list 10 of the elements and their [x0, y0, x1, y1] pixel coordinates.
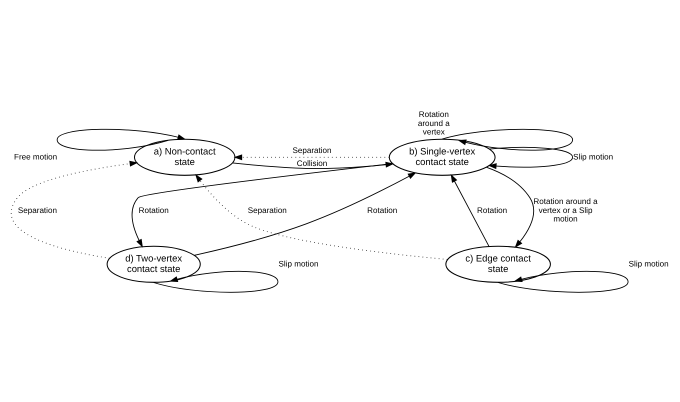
arrow [488, 146, 574, 169]
arrow [10, 160, 138, 258]
arrow [56, 128, 186, 150]
arrow [234, 154, 390, 160]
arrow [194, 172, 416, 256]
arrow [195, 173, 448, 260]
arrow [450, 174, 490, 246]
node-ellipse: a) Non-contact state [134, 138, 236, 176]
arrow [486, 166, 534, 248]
arrow [132, 162, 393, 248]
